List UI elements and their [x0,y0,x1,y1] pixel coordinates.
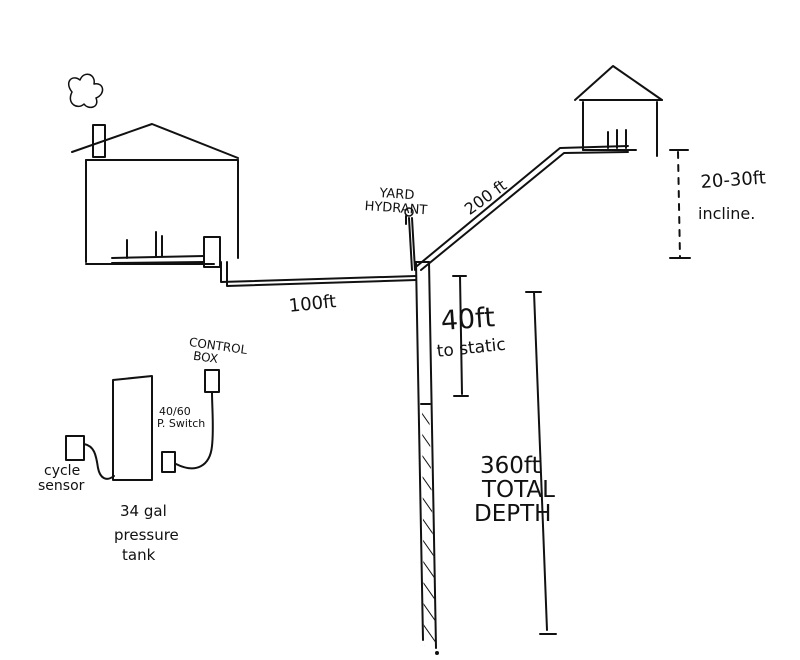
static-depth-marker [452,275,469,397]
cycle-sensor-label: cycle sensor [38,464,84,493]
incline-marker [669,149,691,259]
tank-label-line2: pressure [114,525,179,544]
pipe-to-cabin [416,145,629,271]
well-casing [414,261,439,655]
cabin [574,65,663,157]
pipe-to-house [220,261,417,287]
water-column [422,404,436,646]
cycle-sensor-label-line2: sensor [38,477,85,494]
incline-word-label: incline. [698,204,756,223]
depth-value-label: 360ft [480,453,541,479]
cycle-sensor [65,435,85,461]
pressure-switch-label-line2: P. Switch [157,416,206,430]
total-depth-label: 360ft TOTAL DEPTH [474,453,555,528]
chimney [92,124,106,158]
cycle-sensor-label-line1: cycle [44,463,81,479]
house-control-box [203,236,221,268]
yard-hydrant [404,207,416,271]
depth-word-label: DEPTH [474,501,552,528]
hydrant-icon [404,207,414,217]
main-house [68,73,239,265]
pressure-system [65,369,220,481]
house-plumbing [111,231,221,268]
pressure-switch-label-line1: 40/60 [159,405,191,418]
smoke-icon [68,73,104,109]
control-box [204,369,220,393]
total-depth-marker [525,291,557,635]
static-value-label: 40ft [439,302,496,337]
pressure-switch [161,451,176,473]
tank-label-line3: tank [122,545,156,564]
pressure-switch-label: 40/60 P. Switch [157,406,205,429]
pressure-tank [112,375,153,481]
depth-total-label: TOTAL [482,477,555,504]
pressure-tank-label: 34 gal pressure tank [114,502,179,564]
yard-hydrant-label: YARD HYDRANT [364,186,429,218]
tank-label-line1: 34 gal [120,502,167,520]
